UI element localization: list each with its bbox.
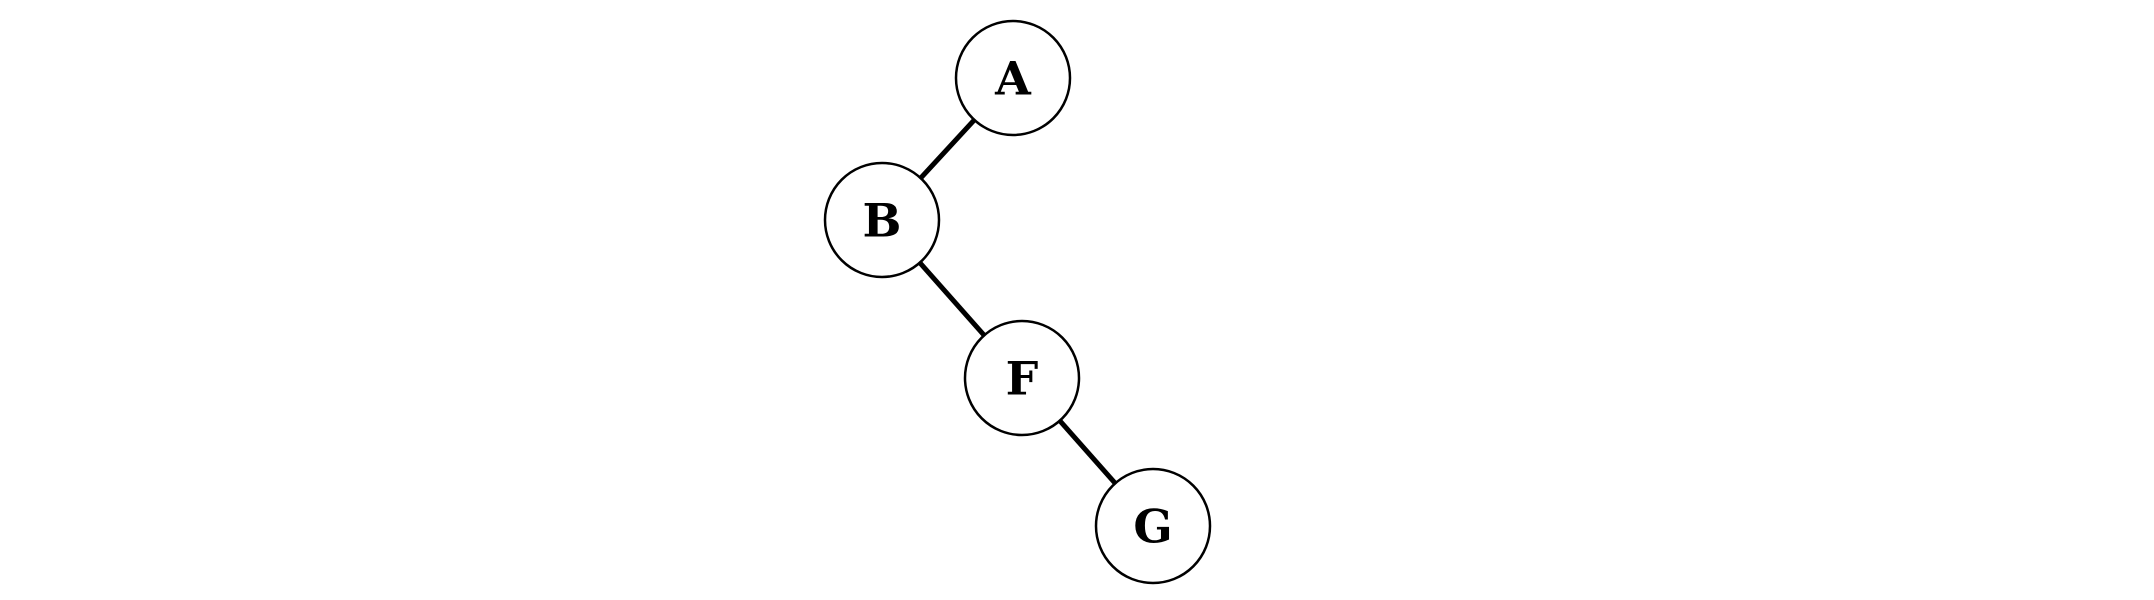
node-label-B: B xyxy=(863,194,902,248)
node-circle-F xyxy=(963,319,1081,437)
node-B: B xyxy=(823,161,941,279)
node-circle-A xyxy=(954,19,1072,137)
node-F: F xyxy=(963,319,1081,437)
node-label-F: F xyxy=(1006,352,1039,406)
node-label-A: A xyxy=(994,52,1032,106)
node-circle-G xyxy=(1094,467,1212,585)
node-G: G xyxy=(1094,467,1212,585)
node-label-G: G xyxy=(1133,500,1172,554)
node-A: A xyxy=(954,19,1072,137)
node-circle-B xyxy=(823,161,941,279)
